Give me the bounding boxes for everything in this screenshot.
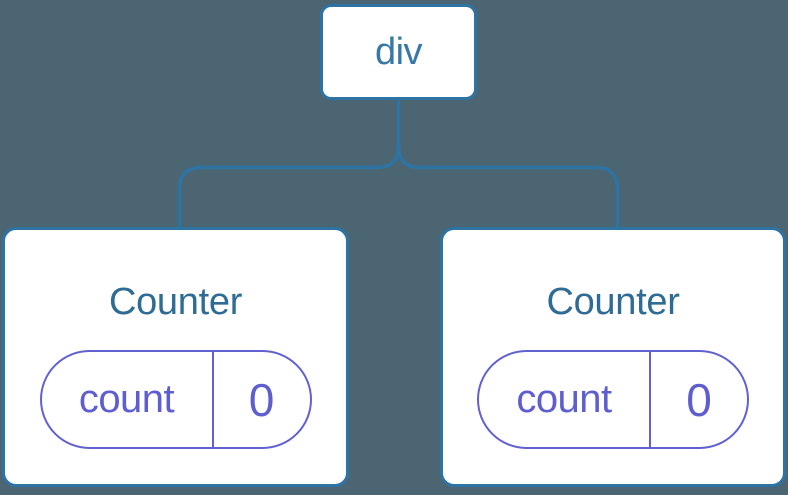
state-value: 0	[686, 373, 712, 426]
state-value-cell: 0	[651, 352, 747, 447]
state-key: count	[78, 377, 175, 421]
root-node-label: div	[374, 30, 423, 73]
state-key-cell: count	[479, 352, 651, 447]
state-value: 0	[248, 373, 275, 426]
connector-branch-right	[396, 145, 620, 228]
state-pill: count 0	[477, 350, 749, 449]
state-value-cell: 0	[214, 352, 310, 447]
state-pill: count 0	[39, 350, 312, 449]
state-key-cell: count	[42, 352, 214, 447]
state-key: count	[516, 377, 612, 421]
component-title: Counter	[546, 281, 680, 323]
root-node: div	[320, 4, 477, 100]
component-title: Counter	[108, 281, 243, 323]
component-card-left: Counter count 0	[2, 227, 349, 487]
component-card-right: Counter count 0	[440, 227, 786, 487]
connector-branch-left	[177, 99, 401, 228]
